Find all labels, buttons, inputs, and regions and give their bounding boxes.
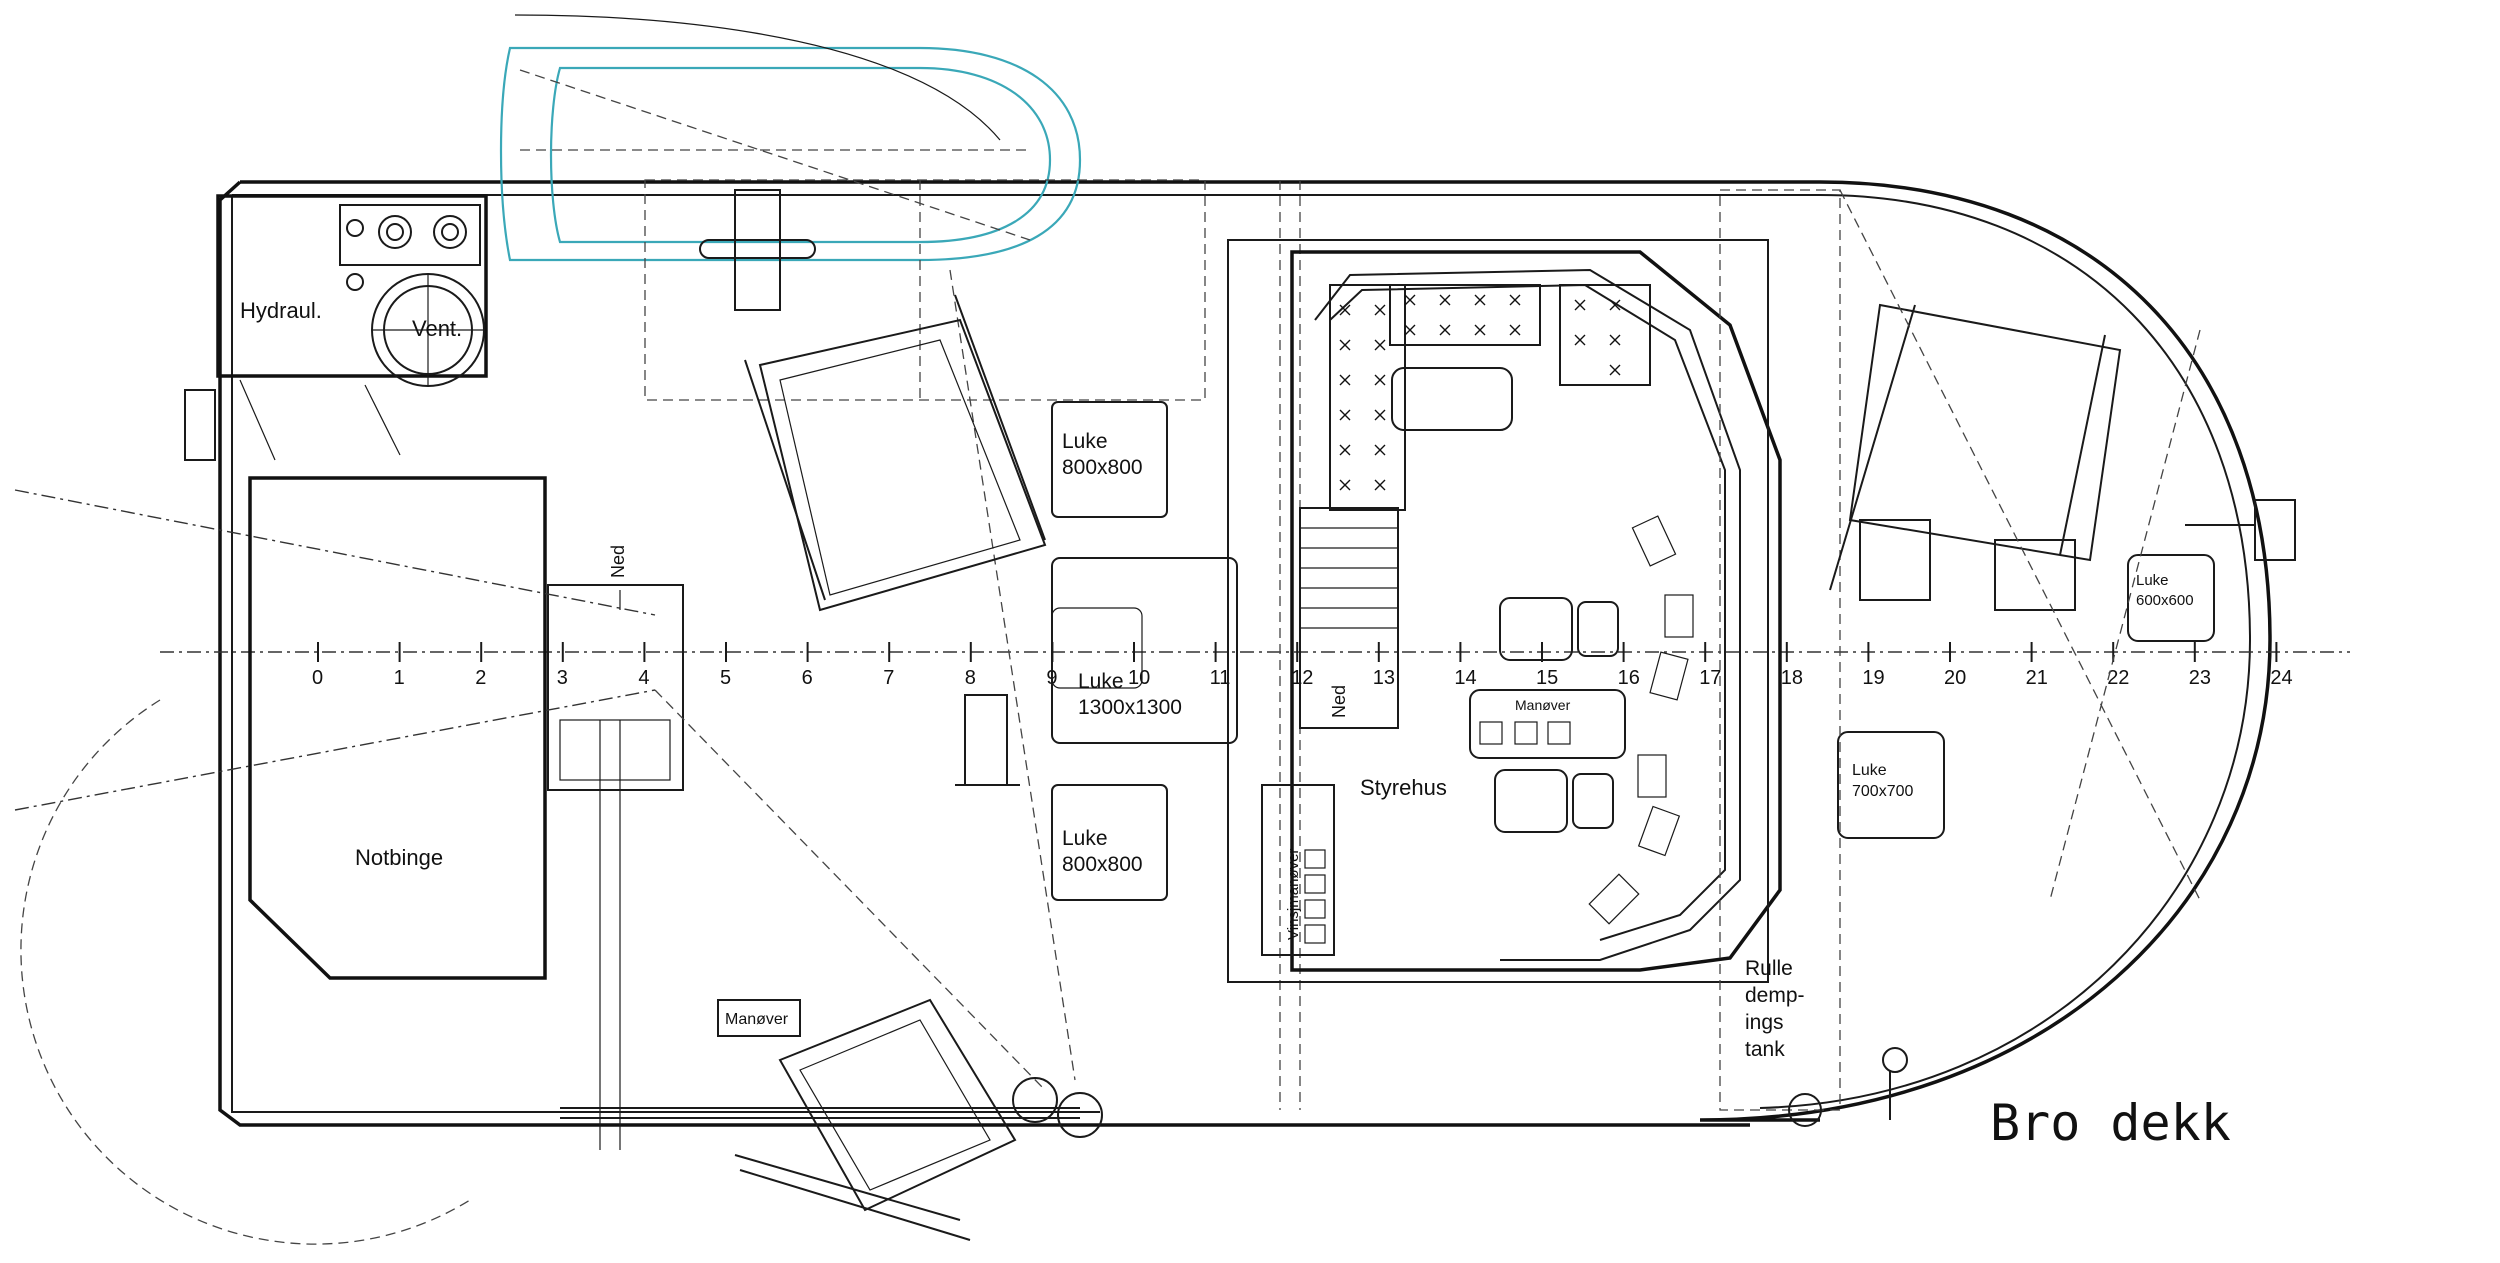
- deck-manoeuvre-label: Manøver: [725, 1011, 789, 1028]
- wheelhouse-label: Styrehus: [1360, 775, 1447, 800]
- hull-outline: [218, 180, 2272, 1127]
- seat-cross-mark: [1609, 364, 1621, 376]
- hydraulic-room-label: Hydraul.: [240, 298, 322, 323]
- seat-cross-mark: [1339, 409, 1351, 421]
- seat-cross-mark: [1374, 479, 1386, 491]
- seat-cross-mark: [1374, 409, 1386, 421]
- deck-crane: Manøver: [717, 998, 1103, 1241]
- seat-cross-mark: [1474, 294, 1486, 306]
- drawing-title: Bro dekk: [1990, 1094, 2231, 1152]
- tank-label-2: demp-: [1745, 984, 1805, 1007]
- net-bin-label: Notbinge: [355, 845, 443, 870]
- frame-number: 16: [1618, 667, 1640, 689]
- seat-cross-mark: [1404, 324, 1416, 336]
- vent-label: Vent.: [412, 316, 462, 341]
- frame-number: 12: [1291, 667, 1313, 689]
- hatch-c-label: Luke: [1062, 827, 1108, 850]
- seat-cross-mark: [1374, 339, 1386, 351]
- hatches: Luke 800x800 Luke 1300x1300 Luke 800x800…: [1051, 401, 2215, 901]
- console-label: Manøver: [1515, 697, 1571, 713]
- frame-number: 20: [1944, 667, 1966, 689]
- hatch-a-label: Luke: [1062, 430, 1108, 453]
- frame-number: 8: [965, 667, 976, 689]
- seat-cross-mark: [1609, 299, 1621, 311]
- frame-number: 1: [394, 667, 405, 689]
- tank-label-1: Rulle: [1745, 957, 1793, 980]
- seat-cross-mark: [1404, 294, 1416, 306]
- seat-cross-mark: [1574, 334, 1586, 346]
- seat-cross-mark: [1374, 444, 1386, 456]
- hydraulic-room: Hydraul. Vent.: [216, 194, 488, 461]
- frame-number: 11: [1210, 667, 1231, 689]
- deck-guides: [644, 179, 1301, 1110]
- seat-cross-mark: [1374, 374, 1386, 386]
- seat-cross-mark: [1339, 339, 1351, 351]
- hatch-e-label: Luke: [1852, 762, 1887, 779]
- deck-fittings: [184, 389, 2296, 1127]
- winch-control-label: Vinsjmanøver: [1285, 849, 1302, 940]
- hatch-b-label: Luke: [1078, 670, 1124, 693]
- wheelhouse: Ned Styrehus Manøver Vinsjmanøver: [1227, 239, 1782, 983]
- winch-forward: [1829, 189, 2201, 901]
- frame-number: 17: [1699, 667, 1721, 689]
- frame-number: 14: [1454, 667, 1476, 689]
- frame-number: 21: [2026, 667, 2048, 689]
- frame-number: 24: [2270, 667, 2292, 689]
- frame-number: 3: [557, 667, 568, 689]
- frame-number: 5: [720, 667, 731, 689]
- hatch-d-label: Luke: [2136, 572, 2169, 589]
- frame-number: 4: [638, 667, 649, 689]
- hatch-e-size: 700x700: [1852, 783, 1913, 800]
- frame-number: 0: [312, 667, 323, 689]
- seat-cross-mark: [1509, 294, 1521, 306]
- seat-cross-mark: [1339, 479, 1351, 491]
- seat-cross-mark: [1339, 304, 1351, 316]
- seat-cross-mark: [1509, 324, 1521, 336]
- seat-cross-mark: [1339, 444, 1351, 456]
- winch-aft: [699, 189, 1047, 612]
- hatch-a-size: 800x800: [1062, 456, 1143, 479]
- tank-label-4: tank: [1745, 1038, 1785, 1061]
- frame-number: 6: [802, 667, 813, 689]
- hatch-d-size: 600x600: [2136, 592, 2194, 609]
- seat-cross-mark: [1609, 334, 1621, 346]
- hatch-c-size: 800x800: [1062, 853, 1143, 876]
- frame-number: 18: [1781, 667, 1803, 689]
- frame-number: 15: [1536, 667, 1558, 689]
- frame-number: 2: [475, 667, 486, 689]
- tank-label-3: ings: [1745, 1011, 1784, 1034]
- roll-damping-tank: Rulle demp- ings tank: [1719, 189, 1841, 1111]
- seat-cross-mark: [1439, 294, 1451, 306]
- frame-number: 7: [883, 667, 894, 689]
- seat-cross-mark: [1474, 324, 1486, 336]
- stair-down-label-aft: Ned: [608, 545, 628, 578]
- seat-cross-mark: [1374, 304, 1386, 316]
- wheelhouse-seating: [1329, 284, 1651, 511]
- sight-lines: [14, 269, 1076, 1091]
- frame-number: 23: [2189, 667, 2211, 689]
- seat-cross-mark: [1439, 324, 1451, 336]
- hatch-b-size: 1300x1300: [1078, 696, 1182, 719]
- seat-cross-mark: [1339, 374, 1351, 386]
- frame-number: 10: [1128, 667, 1150, 689]
- frame-number: 22: [2107, 667, 2129, 689]
- seat-cross-mark: [1574, 299, 1586, 311]
- frame-number: 13: [1373, 667, 1395, 689]
- stair-down-label-bridge: Ned: [1329, 685, 1349, 718]
- workboat-outline: [499, 14, 1082, 262]
- frame-number: 19: [1862, 667, 1884, 689]
- net-bin: Notbinge: [20, 476, 547, 1245]
- stairwell-aft: Ned: [547, 545, 684, 1150]
